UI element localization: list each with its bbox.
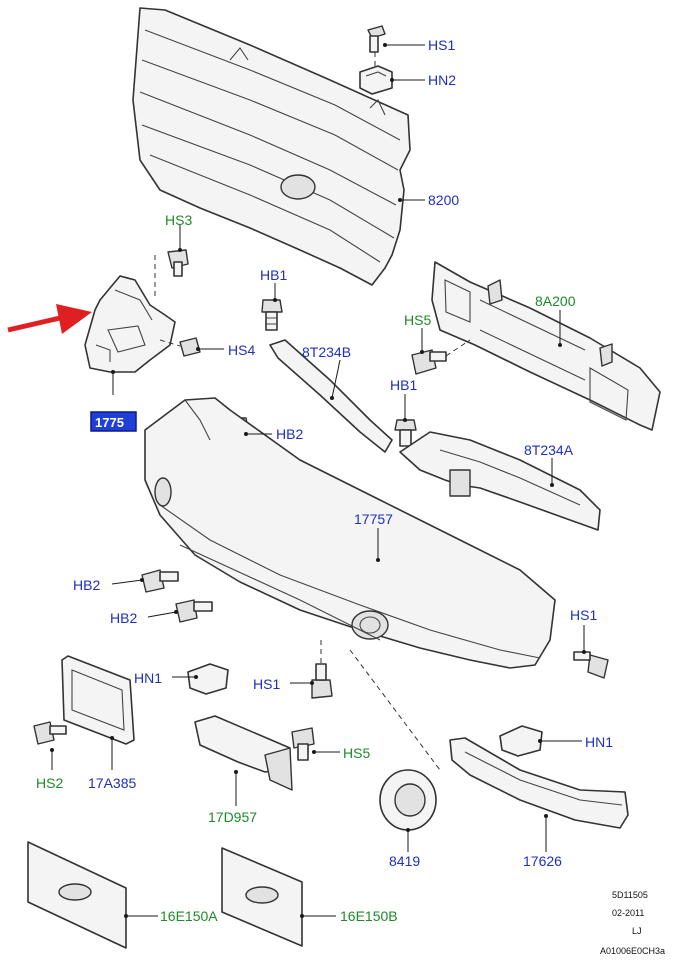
highlight-17754[interactable]: 1775: [90, 411, 137, 432]
screw-hs4: [179, 337, 201, 357]
label-16e150a[interactable]: 16E150A: [160, 908, 218, 924]
label-hs5-right[interactable]: HS5: [404, 312, 431, 328]
screw-hs5-right: [411, 349, 447, 375]
label-17754[interactable]: 1775: [95, 415, 124, 430]
seal-strip-8t234b: [269, 339, 393, 453]
label-hs1-top[interactable]: HS1: [428, 37, 455, 53]
label-17626[interactable]: 17626: [523, 853, 562, 869]
cover-17d957: [194, 715, 293, 791]
label-hs1-right[interactable]: HS1: [570, 607, 597, 623]
label-hs5-bottom[interactable]: HS5: [343, 745, 370, 761]
screw-hs3: [167, 249, 189, 277]
clip-hb1-right: [394, 419, 417, 447]
label-17a385[interactable]: 17A385: [88, 775, 136, 791]
clip-hb1-left: [261, 299, 283, 331]
label-16e150b[interactable]: 16E150B: [340, 908, 398, 924]
plate-16e150b: [221, 847, 303, 947]
moulding-17626: [449, 737, 629, 829]
label-8419[interactable]: 8419: [389, 853, 420, 869]
label-hb2-top[interactable]: HB2: [276, 426, 303, 442]
screw-hs1-top: [367, 25, 386, 53]
label-hs1-mid[interactable]: HS1: [253, 676, 280, 692]
bolt-hb2-b: [175, 599, 213, 623]
bezel-8419: [379, 769, 437, 831]
bumper-cover-17757: [144, 397, 556, 669]
plate-16e150a: [27, 841, 127, 949]
label-hb1-left[interactable]: HB1: [260, 267, 287, 283]
label-hb2-a[interactable]: HB2: [73, 577, 100, 593]
screw-hs1-mid: [311, 663, 333, 699]
label-hs3[interactable]: HS3: [165, 212, 192, 228]
label-hn1-right[interactable]: HN1: [585, 734, 613, 750]
bolt-hb2-a: [141, 569, 179, 593]
diagram-reference: 5D11505 02-2011 LJ A01006E0CH3a: [600, 890, 665, 956]
leader-lines: [50, 43, 586, 918]
ref-line-4: A01006E0CH3a: [600, 946, 665, 956]
clip-nut-hn2: [359, 65, 393, 95]
radiator-grille: [132, 7, 411, 286]
bracket-17a385: [61, 655, 135, 745]
label-hn2[interactable]: HN2: [428, 72, 456, 88]
label-hs4[interactable]: HS4: [228, 342, 255, 358]
label-hb1-right[interactable]: HB1: [390, 377, 417, 393]
label-8a200[interactable]: 8A200: [535, 293, 576, 309]
screw-hs5-bottom: [291, 727, 315, 761]
label-hs2[interactable]: HS2: [36, 775, 63, 791]
label-8t234b[interactable]: 8T234B: [302, 344, 351, 360]
screw-hs2: [33, 721, 67, 745]
screw-hs1-right: [573, 651, 609, 679]
pointer-arrow: [7, 304, 92, 334]
bracket-8t234a: [399, 431, 601, 531]
ref-line-3: LJ: [632, 926, 642, 936]
clip-nut-hn1-left: [187, 663, 229, 695]
label-hb2-b[interactable]: HB2: [110, 610, 137, 626]
ref-line-2: 02-2011: [612, 908, 644, 918]
ref-line-1: 5D11505: [612, 890, 648, 900]
bracket-17754: [84, 275, 176, 373]
label-hn1-left[interactable]: HN1: [134, 670, 162, 686]
label-17757[interactable]: 17757: [354, 511, 393, 527]
label-8200[interactable]: 8200: [428, 192, 459, 208]
label-8t234a[interactable]: 8T234A: [524, 442, 574, 458]
bumper-reinforcement-8a200: [431, 261, 661, 431]
clip-nut-hn1-right: [499, 725, 543, 757]
label-17d957[interactable]: 17D957: [208, 809, 257, 825]
